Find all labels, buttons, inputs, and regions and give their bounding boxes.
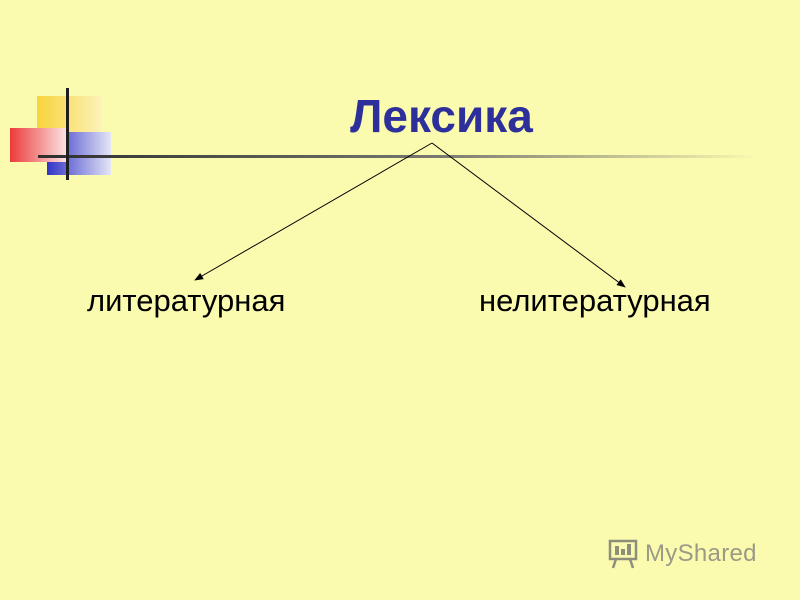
arrow-to-nonliterary (431, 142, 626, 288)
slide-decoration (10, 88, 760, 180)
slide-title-text: Лексика (350, 90, 533, 142)
deco-vertical-line (66, 88, 69, 180)
presentation-board-icon (608, 539, 638, 569)
watermark: MyShared (607, 536, 757, 572)
branch-nonliterary: нелитературная (479, 283, 711, 318)
branch-literary: литературная (87, 283, 286, 318)
watermark-text: MyShared (645, 540, 757, 567)
deco-horizontal-line (38, 155, 760, 158)
slide-title: Лексика (0, 88, 800, 144)
arrow-to-literary (194, 142, 433, 281)
